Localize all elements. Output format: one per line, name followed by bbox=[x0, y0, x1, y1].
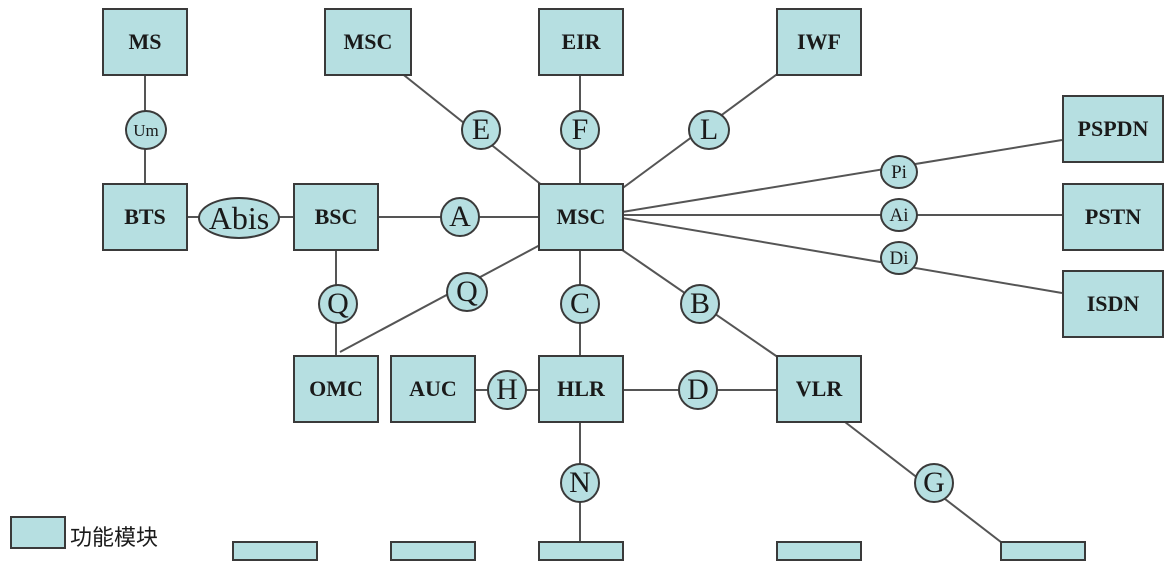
interface-h: H bbox=[487, 370, 527, 410]
node-bottom-2 bbox=[390, 541, 476, 561]
node-ms: MS bbox=[102, 8, 188, 76]
node-bottom-1 bbox=[232, 541, 318, 561]
line-msc-pspdn bbox=[621, 139, 1063, 213]
node-auc: AUC bbox=[390, 355, 476, 423]
interface-c: C bbox=[560, 284, 600, 324]
interface-b: B bbox=[680, 284, 720, 324]
line-omc-msc bbox=[339, 244, 541, 353]
interface-q-omc-msc: Q bbox=[446, 272, 488, 312]
node-pstn: PSTN bbox=[1062, 183, 1164, 251]
interface-ai: Ai bbox=[880, 198, 918, 232]
legend-label: 功能模块 bbox=[70, 526, 159, 551]
interface-q-omc-bsc: Q bbox=[318, 284, 358, 324]
interface-di: Di bbox=[880, 241, 918, 275]
interface-d: D bbox=[678, 370, 718, 410]
interface-g: G bbox=[914, 463, 954, 503]
node-bts: BTS bbox=[102, 183, 188, 251]
interface-a: A bbox=[440, 197, 480, 237]
node-isdn: ISDN bbox=[1062, 270, 1164, 338]
interface-f: F bbox=[560, 110, 600, 150]
line-msc-isdn bbox=[621, 217, 1063, 294]
node-iwf: IWF bbox=[776, 8, 862, 76]
interface-n: N bbox=[560, 463, 600, 503]
node-bottom-5 bbox=[1000, 541, 1086, 561]
node-hlr: HLR bbox=[538, 355, 624, 423]
node-vlr: VLR bbox=[776, 355, 862, 423]
interface-e: E bbox=[461, 110, 501, 150]
node-pspdn: PSPDN bbox=[1062, 95, 1164, 163]
interface-pi: Pi bbox=[880, 155, 918, 189]
interface-abis: Abis bbox=[198, 197, 280, 239]
node-msc-top: MSC bbox=[324, 8, 412, 76]
node-bottom-4 bbox=[776, 541, 862, 561]
node-omc: OMC bbox=[293, 355, 379, 423]
interface-l: L bbox=[688, 110, 730, 150]
node-bottom-3 bbox=[538, 541, 624, 561]
node-bsc: BSC bbox=[293, 183, 379, 251]
node-eir: EIR bbox=[538, 8, 624, 76]
node-msc: MSC bbox=[538, 183, 624, 251]
legend-swatch bbox=[10, 516, 66, 549]
interface-um: Um bbox=[125, 110, 167, 150]
